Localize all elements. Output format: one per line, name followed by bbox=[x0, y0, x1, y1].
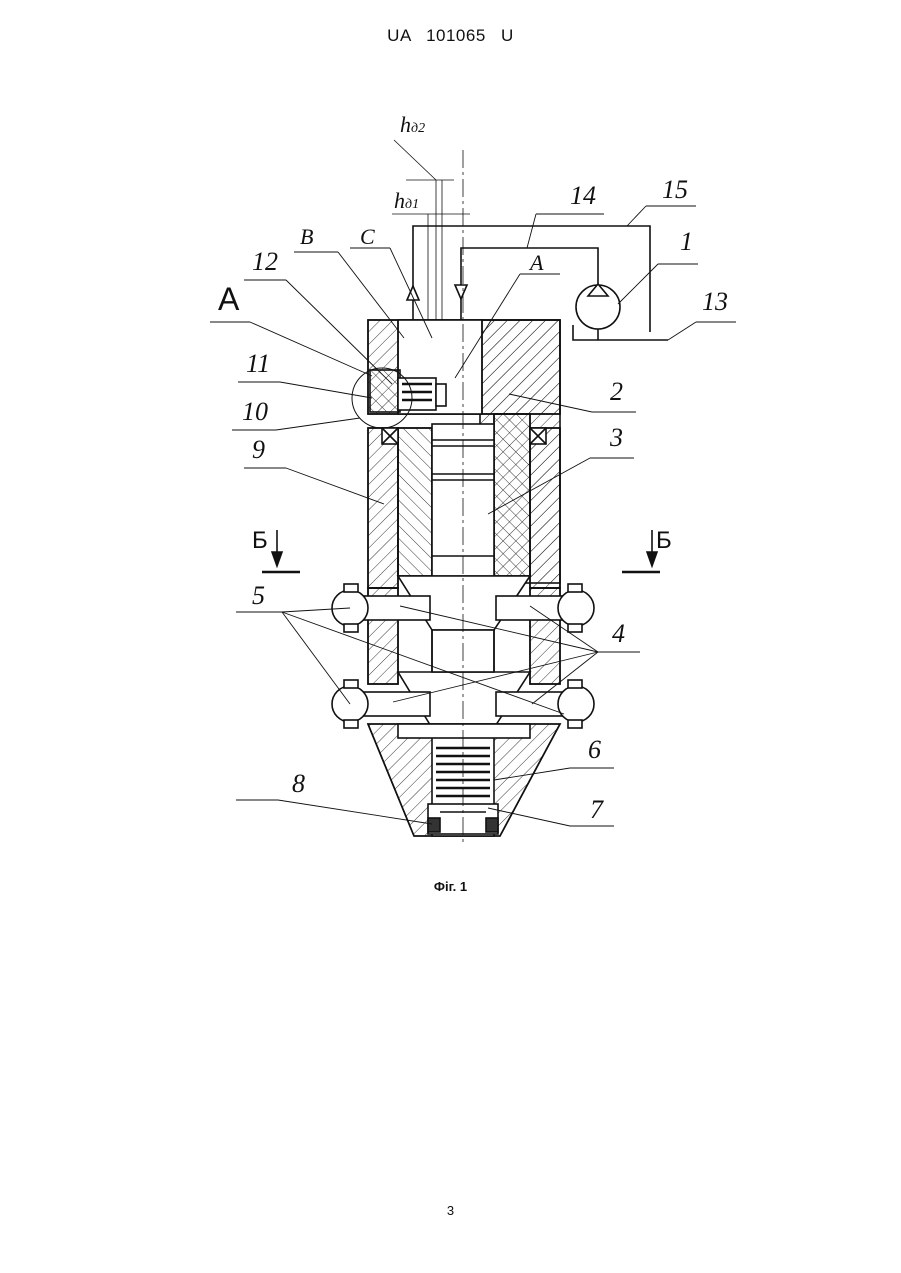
label-6: 6 bbox=[588, 735, 601, 764]
label-sub-c: С bbox=[360, 224, 375, 249]
label-section-b-left: Б bbox=[252, 527, 268, 554]
label-h1: hд1 bbox=[394, 188, 419, 213]
label-5: 5 bbox=[252, 581, 265, 610]
label-15: 15 bbox=[662, 175, 688, 204]
label-13: 13 bbox=[702, 287, 728, 316]
label-h2: hд2 bbox=[400, 112, 425, 137]
label-10: 10 bbox=[242, 397, 268, 426]
label-8: 8 bbox=[292, 769, 305, 798]
tank-13 bbox=[573, 325, 668, 340]
label-14: 14 bbox=[570, 181, 596, 210]
label-2: 2 bbox=[610, 377, 623, 406]
label-3: 3 bbox=[609, 423, 623, 452]
figure-caption: Фіг. 1 bbox=[0, 879, 901, 894]
label-sub-b: В bbox=[300, 224, 313, 249]
label-section-b-right: Б bbox=[656, 527, 672, 554]
label-4: 4 bbox=[612, 619, 625, 648]
page-number: 3 bbox=[0, 1203, 901, 1218]
ball-5-lr bbox=[558, 686, 594, 722]
drawing-body bbox=[210, 140, 736, 846]
label-9: 9 bbox=[252, 435, 265, 464]
label-7: 7 bbox=[590, 795, 604, 824]
label-sub-a: А bbox=[528, 250, 544, 275]
label-view-a: А bbox=[218, 281, 240, 317]
label-12: 12 bbox=[252, 247, 278, 276]
arrow-down bbox=[455, 285, 467, 299]
label-11: 11 bbox=[246, 349, 270, 378]
ball-5-ur bbox=[558, 590, 594, 626]
label-1: 1 bbox=[680, 227, 693, 256]
